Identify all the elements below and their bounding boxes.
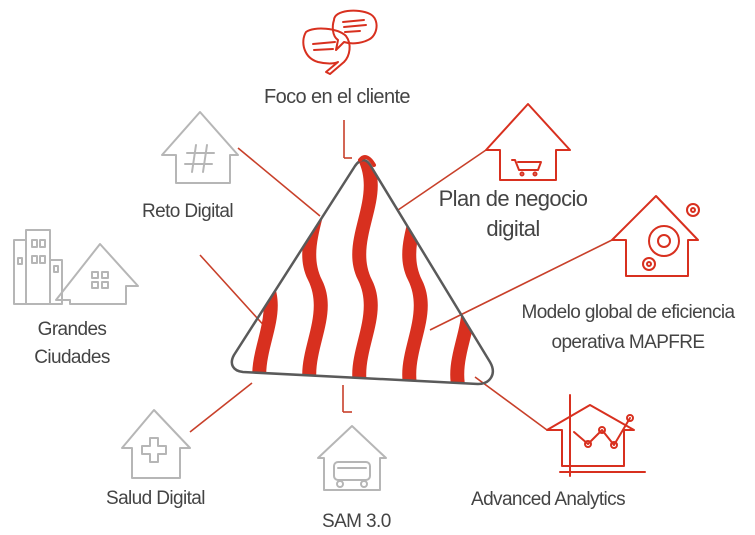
label-grandes-line1: Grandes [37, 319, 107, 340]
gears-house-icon [611, 195, 700, 277]
hashtag-house-icon [161, 111, 239, 184]
label-salud-digital: Salud Digital [106, 488, 205, 509]
label-foco-en-el-cliente: Foco en el cliente [264, 86, 411, 108]
label-advanced-analytics: Advanced Analytics [471, 489, 626, 510]
label-grandes-line2: Ciudades [34, 347, 110, 368]
chart-house-icon [546, 394, 646, 477]
speech-bubbles-icon [302, 9, 378, 75]
label-modelo-line2: operativa MAPFRE [551, 332, 705, 353]
label-reto-digital: Reto Digital [142, 201, 234, 222]
car-house-icon [317, 425, 387, 491]
label-modelo-global: Modelo global de eficiencia operativa MA… [501, 298, 755, 358]
shopping-cart-house-icon [485, 103, 571, 181]
label-sam-3-0: SAM 3.0 [322, 511, 391, 532]
city-buildings-icon [13, 229, 139, 305]
label-modelo-line1: Modelo global de eficiencia [521, 302, 735, 323]
label-grandes-ciudades: Grandes Ciudades [14, 316, 130, 372]
label-plan-line2: digital [486, 216, 540, 241]
label-plan-line1: Plan de negocio [438, 186, 588, 211]
label-plan-de-negocio-digital: Plan de negocio digital [424, 184, 602, 244]
connector-lines [189, 120, 613, 433]
medical-cross-house-icon [121, 409, 191, 479]
